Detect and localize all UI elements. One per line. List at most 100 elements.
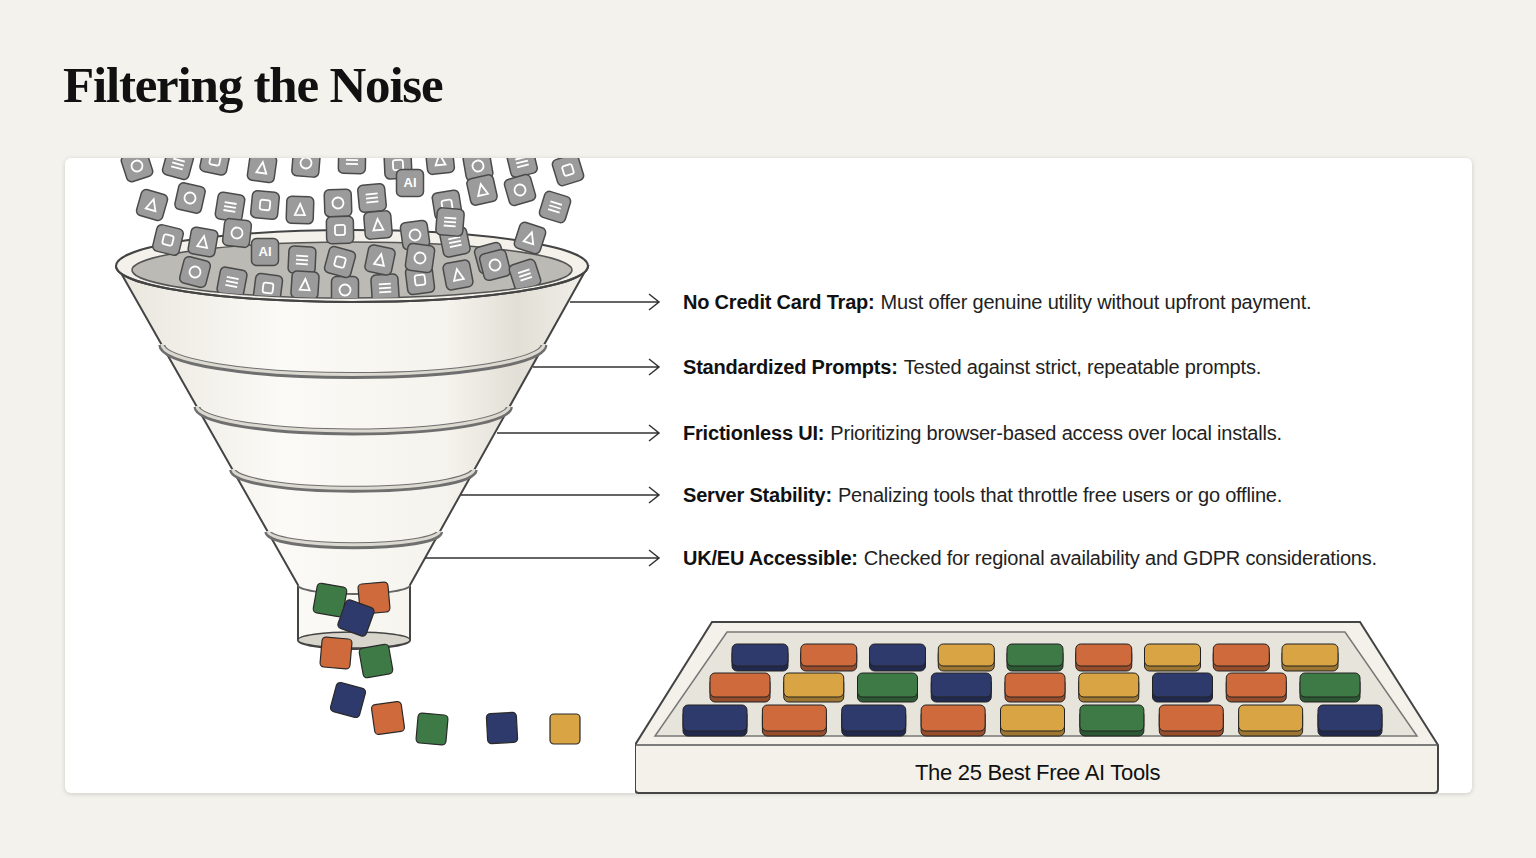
app-tile [250, 190, 279, 219]
filtered-tile [359, 644, 394, 679]
tile-glyph [374, 253, 386, 266]
filtered-tile [416, 713, 449, 746]
tile-face [247, 153, 278, 184]
tray-tile [921, 705, 985, 736]
tile-glyph [171, 159, 185, 170]
app-tile [135, 188, 168, 221]
app-tile [291, 148, 320, 177]
tile-top [1159, 705, 1223, 731]
tile-face [216, 266, 248, 298]
app-tile [538, 190, 572, 224]
tile-top [1005, 673, 1065, 697]
tray-tile [1080, 705, 1144, 736]
tile-top [931, 673, 991, 697]
app-tile [371, 274, 400, 303]
tile-top [1007, 644, 1063, 666]
tile-glyph [409, 229, 421, 241]
app-tile [215, 192, 246, 223]
app-tile [120, 149, 154, 183]
tile-glyph [366, 193, 379, 202]
tray-tile [870, 644, 926, 671]
leader-arrow [461, 487, 659, 503]
tile-glyph [146, 198, 159, 211]
tile-glyph [452, 268, 464, 281]
funnel-bands [162, 344, 544, 546]
app-tile [179, 256, 212, 289]
tile-glyph [183, 191, 196, 204]
app-tile [247, 153, 278, 184]
leader-arrow [497, 425, 659, 441]
tray-tile [683, 705, 747, 736]
app-tile [405, 243, 436, 274]
app-tile [551, 153, 585, 187]
tile-glyph [300, 157, 312, 169]
criterion-description: Penalizing tools that throttle free user… [838, 484, 1282, 506]
tile-face [397, 170, 424, 197]
tile-top [1076, 644, 1132, 666]
tile-top [842, 705, 906, 731]
tile-glyph [562, 164, 574, 176]
tile-face [152, 224, 185, 257]
tile-glyph [393, 160, 403, 170]
filtered-tile [486, 712, 518, 744]
tile-face [338, 146, 365, 173]
app-tile [508, 258, 542, 292]
tile-glyph [130, 159, 144, 173]
app-tile [324, 189, 352, 217]
tile-face [506, 146, 539, 179]
tray-tile [1007, 644, 1063, 671]
tile-glyph [414, 274, 425, 285]
tile-face [174, 182, 206, 214]
filtered-tiles [313, 582, 580, 746]
tile-top [1300, 673, 1360, 697]
tile-glyph [488, 258, 501, 271]
leader-arrow [570, 294, 659, 310]
tile-glyph [335, 225, 345, 235]
funnel-band-highlight [268, 531, 440, 545]
tile-face [466, 174, 498, 206]
tile-top [1145, 644, 1201, 666]
filtered-tile [330, 682, 367, 719]
tile-glyph [225, 277, 238, 287]
tile-top [762, 705, 826, 731]
tile-top [1001, 705, 1065, 731]
criterion-name: Server Stability: [683, 484, 832, 506]
tray-tile [1001, 705, 1065, 736]
tile-top [784, 673, 844, 697]
tile-face [326, 216, 353, 243]
tile-face [120, 149, 154, 183]
tile-glyph [518, 269, 532, 280]
tile-top [1079, 673, 1139, 697]
tile-glyph [231, 227, 243, 239]
tile-face [364, 244, 396, 276]
criterion-row: Frictionless UI:Prioritizing browser-bas… [683, 419, 1282, 447]
app-tile [252, 239, 279, 266]
tile-glyph [444, 218, 457, 227]
tile-glyph [515, 157, 529, 168]
tile-face [215, 192, 246, 223]
tile-face [363, 210, 392, 239]
tile-glyph [296, 256, 308, 265]
tray-tile [842, 705, 906, 736]
tray-box: The 25 Best Free AI Tools [635, 618, 1440, 795]
tile-top [683, 705, 747, 731]
tile-face [513, 221, 547, 255]
tile-face [161, 147, 194, 180]
tile-top [1226, 673, 1286, 697]
app-tile [435, 207, 464, 236]
tray-edge [635, 744, 1438, 746]
app-tile [216, 266, 248, 298]
tile-top [1239, 705, 1303, 731]
funnel-band-highlight [162, 344, 544, 375]
tile-glyph [300, 279, 311, 291]
tray-tile [1300, 673, 1360, 702]
tile-face [187, 226, 218, 257]
tile-glyph [340, 285, 351, 296]
tray-tile [1145, 644, 1201, 671]
tile-top [870, 644, 926, 666]
tile-glyph [476, 183, 488, 196]
criterion-row: Standardized Prompts:Tested against stri… [683, 353, 1261, 381]
tray-tile [938, 644, 994, 671]
criterion-description: Checked for regional availability and GD… [864, 547, 1377, 569]
funnel-body [117, 266, 588, 649]
